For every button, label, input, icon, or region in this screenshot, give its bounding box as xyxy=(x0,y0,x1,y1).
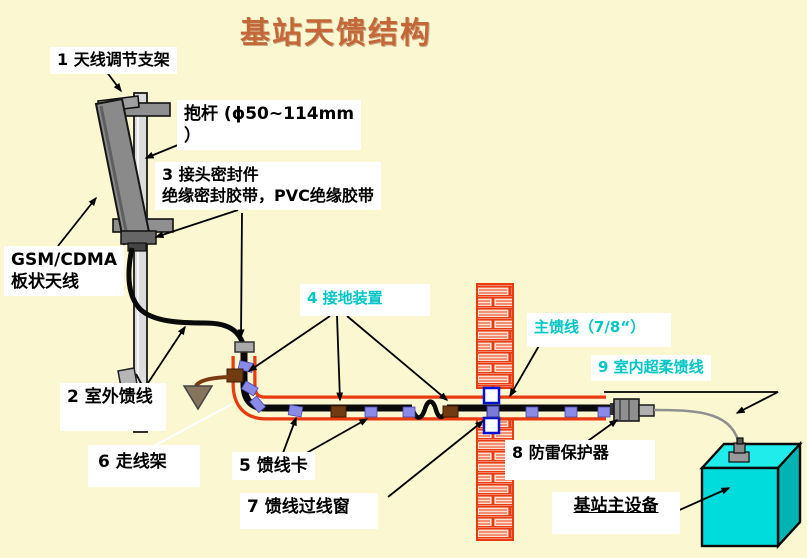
indoor-cable xyxy=(653,408,742,449)
antenna-bottom-connector xyxy=(120,230,157,245)
label-indoor-feeder: 9 室内超柔馈线 xyxy=(591,355,711,381)
page-title: 基站天馈结构 xyxy=(240,16,432,51)
feeder-window-frames xyxy=(482,386,501,435)
leader-window xyxy=(387,420,485,498)
label-arrester: 8 防雷保护器 xyxy=(505,440,655,480)
leader-main-feeder xyxy=(509,343,541,398)
label-feeder-window: 7 馈线过线窗 xyxy=(240,493,378,529)
label-antenna-bracket: 1 天线调节支架 xyxy=(50,47,177,74)
leader-clamp-1 xyxy=(282,416,297,454)
label-base-equipment: 基站主设备 xyxy=(552,492,680,534)
box-top-connector xyxy=(728,437,750,463)
feeder-top-connector xyxy=(234,341,255,353)
brick-wall xyxy=(476,283,514,541)
base-station-box xyxy=(699,437,803,550)
leader-lines xyxy=(57,70,779,517)
leader-grounding-2 xyxy=(336,315,344,402)
jumper-cable xyxy=(126,247,246,345)
label-cable-rack: 6 走线架 xyxy=(88,445,200,487)
label-main-feeder: 主馈线（7/8“） xyxy=(527,313,671,347)
leader-clamp-2 xyxy=(302,418,369,456)
label-connector-seal: 3 接头密封件 绝缘密封胶带，PVC绝缘胶带 xyxy=(155,162,381,210)
leader-grounding-3 xyxy=(346,315,449,401)
label-panel-antenna: GSM/CDMA 板状天线 xyxy=(4,246,124,297)
leader-indoor-feeder xyxy=(604,391,779,414)
drip-loop xyxy=(409,399,450,420)
leader-antenna-bracket xyxy=(105,70,122,93)
brick-wall-upper xyxy=(476,283,514,389)
label-grounding: 4 接地装置 xyxy=(300,284,430,316)
feeder-clamps xyxy=(237,360,611,418)
leader-seal-b xyxy=(237,212,245,339)
leader-outdoor-feeder xyxy=(147,325,186,384)
label-outdoor-feeder: 2 室外馈线 xyxy=(60,383,166,431)
brick-wall-lower xyxy=(476,417,514,541)
leader-arrester xyxy=(584,419,619,444)
leader-grounding-1 xyxy=(247,315,331,372)
leader-panel-antenna xyxy=(57,196,97,247)
drip-arrow xyxy=(182,375,231,411)
lightning-arrester xyxy=(610,398,655,422)
panel-antenna-shape xyxy=(94,95,174,252)
label-feeder-clamp: 5 馈线卡 xyxy=(232,452,315,481)
leader-cable-rack xyxy=(151,403,233,448)
leader-seal-a xyxy=(154,209,239,238)
label-pole: 抱杆 (ϕ50~114mm ） xyxy=(177,100,362,151)
